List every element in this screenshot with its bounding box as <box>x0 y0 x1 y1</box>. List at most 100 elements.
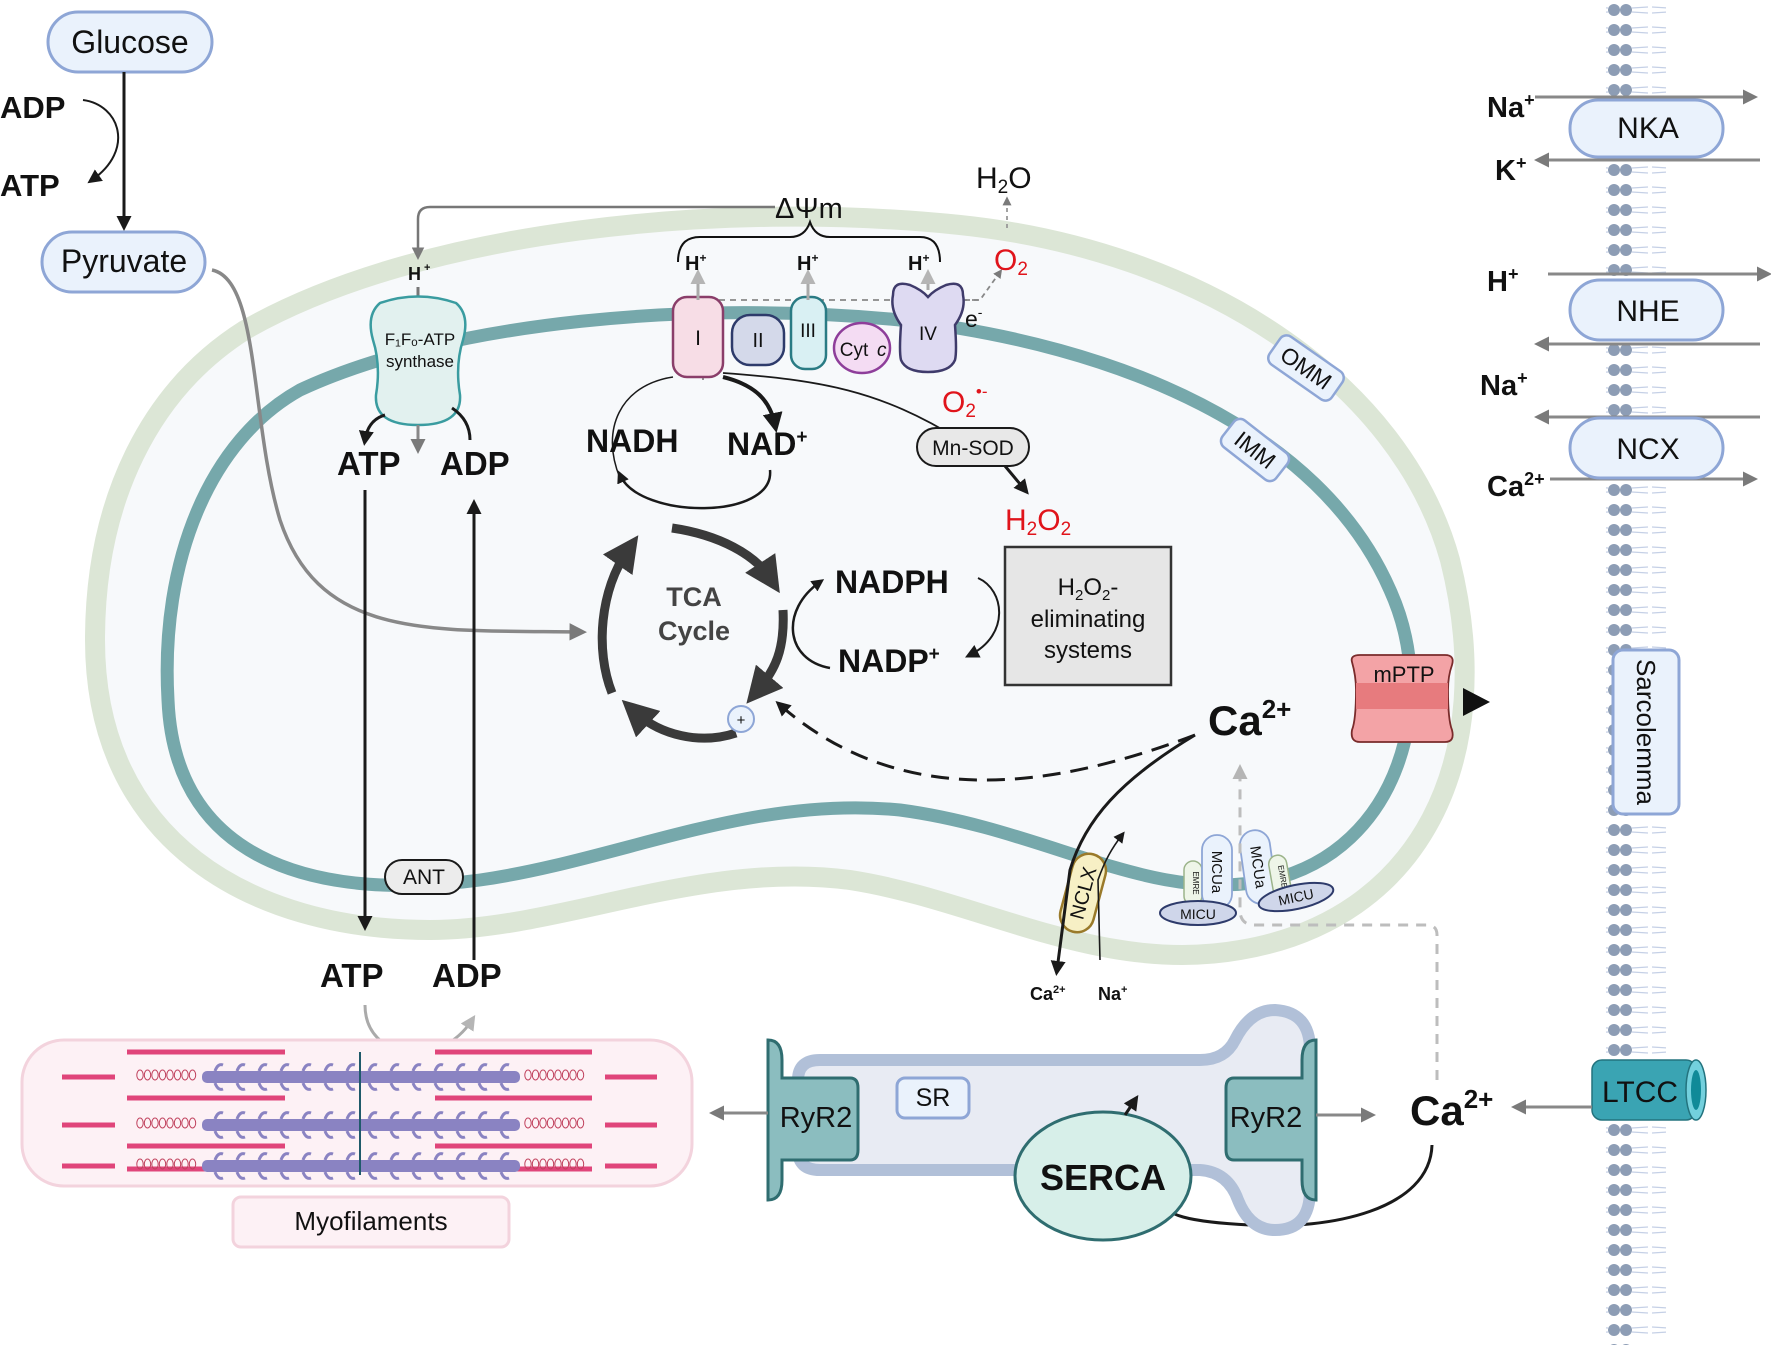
svg-text:I: I <box>695 327 701 350</box>
glucose-node: Glucose <box>46 10 214 74</box>
myosin-head <box>257 1063 268 1091</box>
titin-spring <box>546 1158 555 1170</box>
titin-spring <box>554 1158 562 1170</box>
titin-spring <box>151 1117 159 1129</box>
titin-spring <box>181 1069 189 1081</box>
nclx-sodium-in-arrow <box>1097 831 1125 961</box>
h2o2-label: H2O2 <box>1005 504 1071 540</box>
h2o2-eliminating-systems: H2O2- eliminating systems <box>1003 545 1173 687</box>
myosin-head <box>411 1063 422 1091</box>
nhe-sodium-label: Na+ <box>1480 368 1528 402</box>
myosin-head <box>433 1111 444 1139</box>
svg-text:MCUa: MCUa <box>1208 851 1225 894</box>
titin-spring <box>569 1069 577 1081</box>
myosin-head <box>257 1111 268 1139</box>
myosin-head <box>279 1111 290 1139</box>
titin-spring <box>524 1069 532 1081</box>
myosin-head <box>389 1063 400 1091</box>
nclx-calcium-label: Ca2+ <box>1030 984 1066 1004</box>
titin-spring <box>188 1069 197 1081</box>
sr-label: SR <box>895 1076 971 1120</box>
titin-spring <box>136 1158 144 1170</box>
mcu-calcium-uptake-arrow <box>1232 764 1439 1080</box>
titin-spring <box>158 1158 167 1170</box>
adp-inside: ADP <box>440 445 510 482</box>
myosin-head <box>455 1063 466 1091</box>
serca-pump: SERCA <box>1013 1110 1193 1242</box>
svg-text:LTCC: LTCC <box>1602 1076 1678 1109</box>
titin-spring <box>181 1158 189 1170</box>
svg-text:NKA: NKA <box>1617 112 1679 145</box>
titin-spring <box>173 1069 182 1081</box>
svg-text:synthase: synthase <box>386 352 454 371</box>
titin-spring <box>136 1069 144 1081</box>
proton-iv: H+ <box>908 251 929 275</box>
nka-sodium-label: Na+ <box>1487 90 1535 124</box>
myosin-head <box>389 1111 400 1139</box>
svg-text:EMRE: EMRE <box>1191 871 1200 894</box>
titin-spring <box>136 1117 144 1129</box>
svg-text:H2O2-: H2O2- <box>1058 574 1119 604</box>
tca-arrow-bottom <box>621 699 738 743</box>
svg-text:+: + <box>737 712 746 729</box>
myosin-head <box>477 1111 488 1139</box>
nadp-label: NADP+ <box>838 643 940 679</box>
myosin-head <box>235 1111 246 1139</box>
myosin-head <box>345 1063 356 1091</box>
myosin-head <box>367 1111 378 1139</box>
myosin-head <box>279 1152 290 1180</box>
cytosolic-calcium-label: Ca2+ <box>1410 1084 1493 1134</box>
svg-text:mPTP: mPTP <box>1373 662 1434 687</box>
ncx-exchanger: NCX <box>1568 416 1725 480</box>
titin-spring <box>151 1158 159 1170</box>
ant-transporter: ANT <box>384 859 464 895</box>
nadph-to-nadp-arrow <box>964 577 1001 658</box>
titin-spring <box>539 1069 547 1081</box>
myosin-head <box>323 1152 334 1180</box>
sarcolemma-label: Sarcolemma <box>1611 648 1681 816</box>
svg-text:RyR2: RyR2 <box>780 1102 853 1134</box>
titin-spring <box>188 1158 197 1170</box>
myosin-head <box>301 1152 312 1180</box>
nadph-label: NADPH <box>835 564 949 600</box>
atp-cytosol-label: ATP <box>320 957 384 994</box>
myosin-head <box>455 1152 466 1180</box>
myosin-head <box>499 1152 510 1180</box>
glycolysis-atp: ATP <box>0 168 60 203</box>
titin-spring <box>158 1069 167 1081</box>
titin-spring <box>561 1069 570 1081</box>
adp-to-atp-arrow <box>82 99 120 184</box>
svg-text:III: III <box>800 321 816 342</box>
myofilaments-panel <box>20 1038 694 1188</box>
myofilaments-label: Myofilaments <box>231 1195 511 1249</box>
myosin-head <box>279 1063 290 1091</box>
mptp-arrowhead <box>1463 688 1490 716</box>
titin-spring <box>546 1069 555 1081</box>
myosin-head <box>411 1152 422 1180</box>
micu-right: MICU <box>1257 881 1335 913</box>
titin-spring <box>561 1117 570 1129</box>
tca-arrow-top <box>671 523 780 594</box>
svg-text:EMRE: EMRE <box>1276 864 1289 888</box>
tca-arrow-left <box>597 535 639 695</box>
myosin-head <box>433 1152 444 1180</box>
complex-i-nadh-loop <box>611 376 674 479</box>
svg-text:SR: SR <box>916 1084 951 1112</box>
complex-ii: II <box>730 313 786 367</box>
complex-iii: III <box>789 295 828 371</box>
myosin-head <box>235 1063 246 1091</box>
adp-cytosol-label: ADP <box>432 957 502 994</box>
nka-potassium-label: K+ <box>1495 153 1526 187</box>
myosin-head <box>411 1111 422 1139</box>
myosin-head <box>301 1063 312 1091</box>
mito-calcium-label: Ca2+ <box>1208 694 1291 744</box>
complex-i-to-mnsod-line <box>722 372 961 441</box>
svg-text:MCUa: MCUa <box>1246 845 1269 890</box>
mcua-right: MCUa <box>1239 829 1277 905</box>
svg-text:TCA: TCA <box>666 582 722 612</box>
svg-text:c: c <box>877 340 887 361</box>
myosin-head <box>389 1152 400 1180</box>
titin-spring <box>158 1117 167 1129</box>
nka-pump: NKA <box>1568 98 1725 159</box>
myosin-head <box>345 1111 356 1139</box>
